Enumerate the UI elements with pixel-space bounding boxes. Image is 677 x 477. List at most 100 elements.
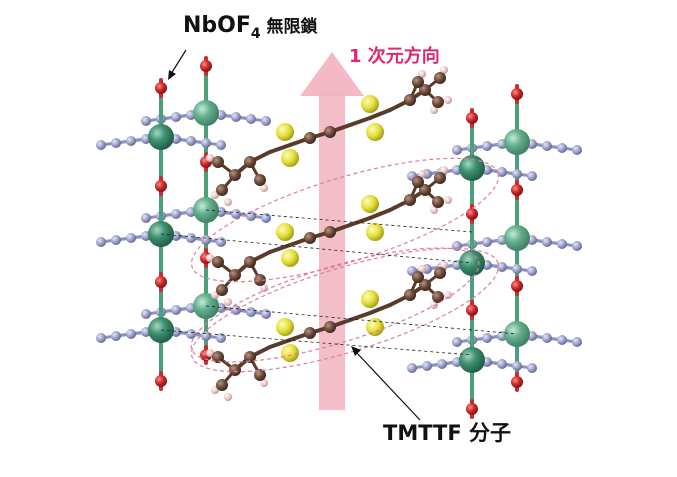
oxygen-atom (511, 184, 523, 196)
fluorine-atom (141, 213, 151, 223)
carbon-atom (304, 327, 316, 339)
hydrogen-atom (224, 393, 232, 401)
carbon-atom (229, 169, 241, 181)
fluorine-atom (261, 116, 271, 126)
one-dimensional-direction-label: 1 次元方向 (349, 45, 440, 67)
fluorine-atom (497, 167, 507, 177)
carbon-atom (419, 84, 431, 96)
oxygen-atom (466, 304, 478, 316)
fluorine-atom (201, 331, 211, 341)
carbon-atom (229, 364, 241, 376)
carbon-atom (244, 256, 256, 268)
fluorine-atom (171, 112, 181, 122)
fluorine-atom (557, 239, 567, 249)
fluorine-atom (542, 333, 552, 343)
oxygen-atom (155, 180, 167, 192)
carbon-atom (404, 94, 416, 106)
fluorine-atom (96, 237, 106, 247)
carbon-atom (412, 271, 424, 283)
sulfur-atom (276, 123, 294, 141)
niobium-atom (459, 155, 485, 181)
fluorine-atom (452, 145, 462, 155)
dashed-contact-line (160, 329, 473, 356)
carbon-atom (434, 267, 446, 279)
fluorine-atom (261, 309, 271, 319)
oxygen-atom (511, 376, 523, 388)
niobium-atom (148, 124, 174, 150)
sulfur-atom (366, 223, 384, 241)
fluorine-atom (542, 237, 552, 247)
carbon-atom (434, 72, 446, 84)
hydrogen-atom (260, 379, 268, 387)
hydrogen-atom (440, 261, 448, 269)
niobium-atom (193, 100, 219, 126)
fluorine-atom (141, 309, 151, 319)
tmttf-molecules (206, 66, 452, 401)
carbon-atom (244, 351, 256, 363)
hydrogen-atom (440, 66, 448, 74)
carbon-atom (404, 194, 416, 206)
tmttf-molecule (206, 66, 452, 206)
oxygen-atom (466, 112, 478, 124)
label-arrow-nbof4 (168, 49, 187, 80)
sulfur-atom (281, 149, 299, 167)
fluorine-atom (111, 331, 121, 341)
niobium-atom (504, 225, 530, 251)
oxygen-atom (511, 280, 523, 292)
sulfur-atom (361, 95, 379, 113)
hydrogen-atom (418, 70, 426, 78)
carbon-atom (404, 289, 416, 301)
dashed-contact-line (205, 305, 518, 335)
bond (348, 116, 372, 127)
niobium-atom (504, 129, 530, 155)
fluorine-atom (557, 143, 567, 153)
dashed-contact-line (205, 209, 473, 233)
fluorine-atom (111, 235, 121, 245)
fluorine-atom (246, 307, 256, 317)
fluorine-atom (201, 138, 211, 148)
carbon-atom (254, 274, 266, 286)
hydrogen-atom (444, 291, 452, 299)
fluorine-atom (216, 237, 226, 247)
hydrogen-atom (444, 196, 452, 204)
hydrogen-atom (206, 154, 214, 162)
fluorine-atom (216, 333, 226, 343)
fluorine-atom (186, 233, 196, 243)
niobium-atom (459, 347, 485, 373)
hydrogen-atom (430, 106, 438, 114)
carbon-atom (432, 196, 444, 208)
carbon-atom (419, 184, 431, 196)
fluorine-atom (527, 363, 537, 373)
fluorine-atom (512, 264, 522, 274)
bond (268, 143, 292, 154)
dashed-ellipse (190, 157, 500, 283)
fluorine-atom (96, 333, 106, 343)
carbon-atom (244, 156, 256, 168)
dashed-contact-line (160, 233, 473, 264)
sulfur-atom (366, 123, 384, 141)
tmttf-molecule (206, 261, 452, 401)
fluorine-atom (527, 266, 537, 276)
nbof4-chain-label: NbOF4 無限鎖 (183, 13, 319, 42)
carbon-atom (412, 176, 424, 188)
fluorine-atom (231, 305, 241, 315)
fluorine-atom (171, 305, 181, 315)
fluorine-atom (126, 329, 136, 339)
carbon-atom (412, 76, 424, 88)
oxygen-atom (200, 60, 212, 72)
fluorine-atom (111, 138, 121, 148)
sulfur-atom (361, 195, 379, 213)
oxygen-atom (155, 375, 167, 387)
fluorine-atom (126, 136, 136, 146)
fluorine-atom (497, 262, 507, 272)
carbon-atom (432, 291, 444, 303)
hydrogen-atom (260, 184, 268, 192)
fluorine-atom (126, 233, 136, 243)
bond (368, 303, 392, 315)
oxygen-atom (511, 88, 523, 100)
sulfur-atom (361, 290, 379, 308)
tmttf-molecule (206, 166, 452, 306)
fluorine-atom (527, 171, 537, 181)
fluorine-atom (186, 329, 196, 339)
fluorine-atom (437, 359, 447, 369)
